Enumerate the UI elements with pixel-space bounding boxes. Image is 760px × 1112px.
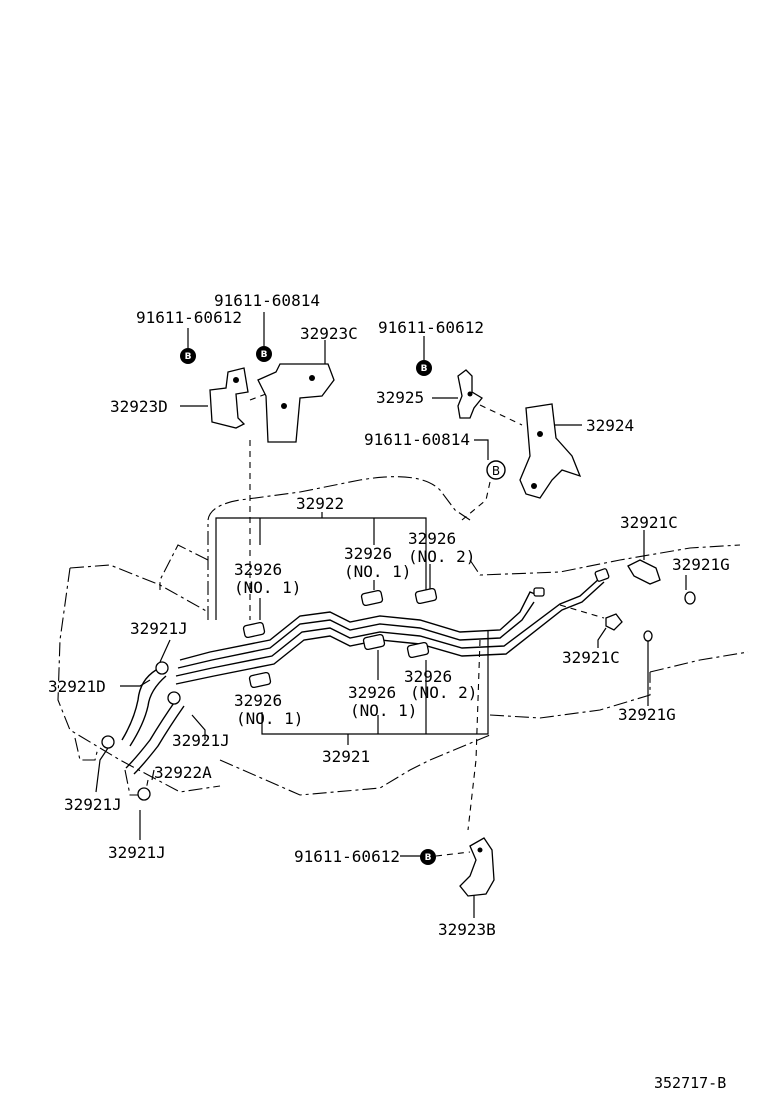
bracket-32923C [257, 363, 335, 443]
label-32921J-mid[interactable]: 32921J [172, 731, 230, 750]
label-32921D[interactable]: 32921D [48, 677, 106, 696]
label-32921G-top[interactable]: 32921G [672, 555, 730, 574]
label-32925[interactable]: 32925 [376, 388, 424, 407]
label-no1-lower-mid: (NO. 1) [350, 701, 417, 720]
bolt-91611-60612-bottom-icon: B [420, 849, 436, 865]
svg-text:B: B [421, 364, 428, 374]
label-no1-lower-left: (NO. 1) [236, 709, 303, 728]
bracket-32924 [519, 403, 582, 499]
bolt-91611-60814-top-icon: B [256, 346, 272, 362]
label-32921[interactable]: 32921 [322, 747, 370, 766]
hoses [121, 669, 185, 775]
small-parts [101, 559, 696, 801]
clamp-32925 [457, 369, 483, 419]
label-91611-60612-top-left[interactable]: 91611-60612 [136, 308, 242, 327]
label-32926-no1-lower-left[interactable]: 32926 [234, 691, 282, 710]
transmission-outline [57, 476, 749, 796]
label-32924[interactable]: 32924 [586, 416, 634, 435]
label-32923B[interactable]: 32923B [438, 920, 496, 939]
label-91611-60814-top[interactable]: 91611-60814 [214, 291, 320, 310]
bolt-91611-60612-top-right-icon: B [416, 360, 432, 376]
svg-text:B: B [185, 352, 192, 362]
diagram-reference-code: 352717-B [654, 1074, 726, 1092]
bracket-32923D [209, 367, 249, 429]
part-labels: 91611-60814 91611-60612 32923C 91611-606… [48, 291, 730, 939]
label-32926-no1-upper-mid[interactable]: 32926 [344, 544, 392, 563]
label-32922[interactable]: 32922 [296, 494, 344, 513]
label-32922A[interactable]: 32922A [154, 763, 212, 782]
svg-text:B: B [425, 853, 432, 863]
bolt-markers: B B B B B [180, 346, 506, 865]
label-no2-upper: (NO. 2) [408, 547, 475, 566]
label-32926-no2-lower[interactable]: 32926 [404, 667, 452, 686]
label-no2-lower: (NO. 2) [410, 683, 477, 702]
label-91611-60612-top-right[interactable]: 91611-60612 [378, 318, 484, 337]
label-91611-60814-mid[interactable]: 91611-60814 [364, 430, 470, 449]
alignment-lines [249, 393, 605, 857]
label-32921J-upper[interactable]: 32921J [130, 619, 188, 638]
label-32923D[interactable]: 32923D [110, 397, 168, 416]
label-32926-no2-upper[interactable]: 32926 [408, 529, 456, 548]
label-no1-upper-left: (NO. 1) [234, 578, 301, 597]
label-32921J-bottom[interactable]: 32921J [108, 843, 166, 862]
label-32926-no1-upper-left[interactable]: 32926 [234, 560, 282, 579]
label-32921C-mid[interactable]: 32921C [562, 648, 620, 667]
svg-text:B: B [261, 350, 268, 360]
label-32921C-top[interactable]: 32921C [620, 513, 678, 532]
svg-text:B: B [492, 464, 500, 478]
label-no1-upper-mid: (NO. 1) [344, 562, 411, 581]
clamp-32923B [459, 837, 495, 897]
label-91611-60612-bottom[interactable]: 91611-60612 [294, 847, 400, 866]
label-32921J-lower-left[interactable]: 32921J [64, 795, 122, 814]
label-32923C[interactable]: 32923C [300, 324, 358, 343]
label-32926-no1-lower-mid[interactable]: 32926 [348, 683, 396, 702]
bolt-91611-60814-mid-icon: B [486, 460, 506, 480]
bolt-91611-60612-top-left-icon: B [180, 348, 196, 364]
label-32921G-bottom[interactable]: 32921G [618, 705, 676, 724]
